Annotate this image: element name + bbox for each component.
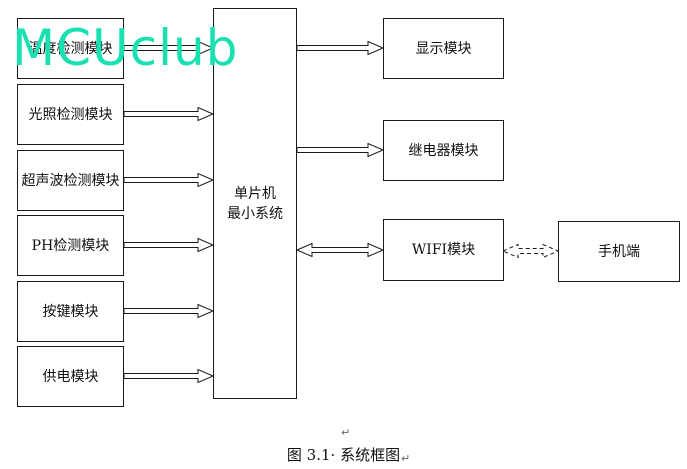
mcu-to-display-arrow: [296, 40, 385, 56]
phone-terminal: 手机端: [558, 221, 680, 282]
ultrasonic-module: 超声波检测模块: [17, 150, 124, 211]
wifi-module-label: WIFI模块: [411, 242, 476, 258]
mcu-label-line2: 最小系统: [227, 205, 283, 222]
phone-terminal-label: 手机端: [598, 243, 640, 260]
power-module: 供电模块: [17, 346, 124, 407]
figure-caption: 图 3.1· 系统框图: [286, 446, 401, 464]
ultrasonic-to-mcu-arrow: [123, 172, 215, 188]
temperature-module: 温度检测模块: [17, 18, 124, 79]
wifi-phone-wireless-arrow: [501, 243, 560, 259]
temp-to-mcu-arrow: [123, 40, 215, 56]
temperature-module-label: 温度检测模块: [28, 40, 113, 57]
light-module-label: 光照检测模块: [28, 106, 113, 123]
keys-to-mcu-arrow: [123, 303, 215, 319]
light-to-mcu-arrow: [123, 106, 215, 122]
display-module-label: 显示模块: [415, 40, 472, 57]
relay-module-label: 继电器模块: [408, 142, 479, 159]
mcu-label-line1: 单片机: [234, 185, 276, 202]
paragraph-mark: ↵: [341, 426, 351, 439]
display-module: 显示模块: [383, 18, 504, 79]
ultrasonic-module-label: 超声波检测模块: [21, 172, 120, 189]
ph-module-label: PH检测模块: [31, 237, 110, 254]
ph-module: PH检测模块: [17, 215, 124, 276]
power-module-label: 供电模块: [42, 368, 99, 385]
watermark: MCUclub: [12, 19, 239, 77]
mcu-wifi-link-arrow: [295, 242, 385, 258]
wifi-module: WIFI模块: [383, 219, 504, 281]
mcu-system: 单片机 最小系统: [213, 8, 297, 399]
light-module: 光照检测模块: [17, 84, 124, 145]
caption-paragraph-mark: ↵: [401, 452, 411, 465]
power-to-mcu-arrow: [123, 368, 215, 384]
keys-module: 按键模块: [17, 281, 124, 342]
keys-module-label: 按键模块: [42, 303, 99, 320]
relay-module: 继电器模块: [383, 120, 504, 181]
ph-to-mcu-arrow: [123, 237, 215, 253]
mcu-to-relay-arrow: [296, 142, 385, 158]
